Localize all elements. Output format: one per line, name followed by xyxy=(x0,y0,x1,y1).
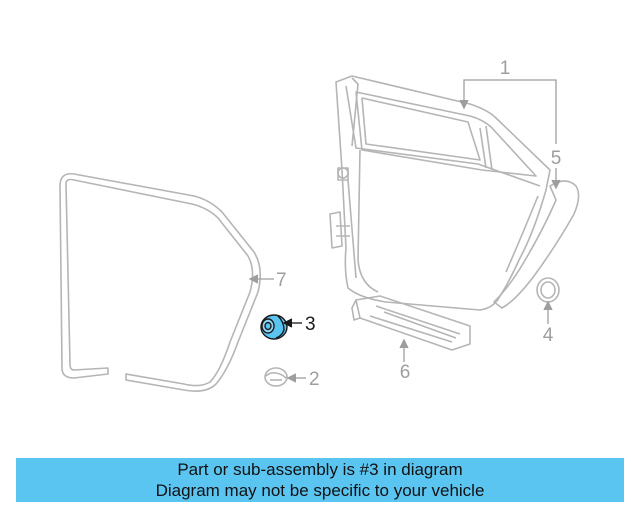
callout-5: 5 xyxy=(551,148,562,169)
door-weatherstrip xyxy=(493,180,580,309)
clip-part-2 xyxy=(264,367,288,387)
plug-part-3 xyxy=(260,314,288,340)
callout-leaders xyxy=(248,79,561,383)
callout-4: 4 xyxy=(543,325,554,346)
sill-plate xyxy=(351,295,471,351)
body-weatherstrip xyxy=(59,172,262,392)
parts-diagram: 1 2 3 4 5 6 7 xyxy=(59,58,580,392)
door-assembly xyxy=(329,75,551,311)
callout-7: 7 xyxy=(276,270,287,291)
caption-line-2: Diagram may not be specific to your vehi… xyxy=(155,481,485,500)
callout-3: 3 xyxy=(305,314,316,335)
grommet-part-4 xyxy=(536,277,560,303)
callout-2: 2 xyxy=(309,369,320,390)
callout-1: 1 xyxy=(500,58,511,79)
callout-6: 6 xyxy=(400,362,411,383)
caption-banner: Part or sub-assembly is #3 in diagram Di… xyxy=(16,458,624,502)
caption-line-1: Part or sub-assembly is #3 in diagram xyxy=(177,460,463,479)
